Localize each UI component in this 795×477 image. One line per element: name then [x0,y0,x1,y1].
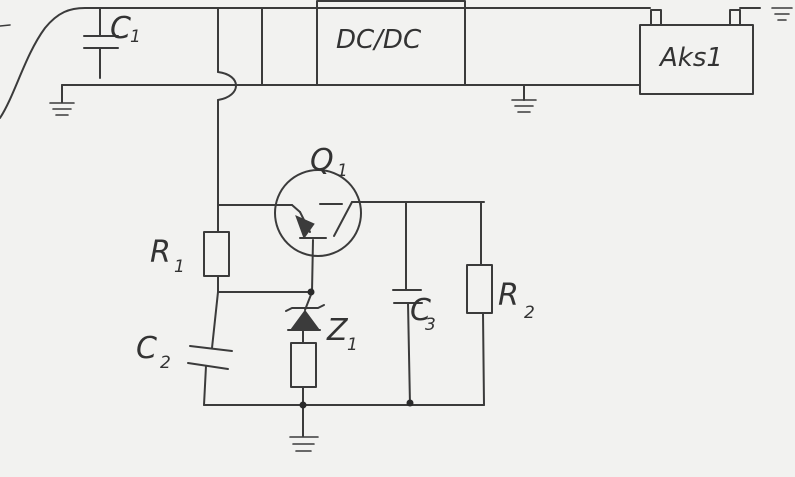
battery-block: Aks1 [639,9,754,95]
q1-emitter-lead [311,239,314,293]
z1-triangle [289,309,321,331]
r2-body [466,264,493,314]
dcdc-box [316,0,466,86]
c3-letter: C [410,293,431,328]
z1-letter: Z [326,313,349,348]
c2-plate-bottom [187,362,229,370]
dcdc-block: DC/DC [316,0,466,86]
c3-bottom-lead [407,302,411,406]
zener-z1: Z 1 [285,304,358,355]
r1-letter: R [150,235,171,270]
q1-collector-leg [333,201,353,237]
r2-letter: R [498,278,519,313]
dcdc-label: DC/DC [336,25,422,55]
ground-line [0,24,11,27]
c2-bottom-lead [203,365,207,406]
q1-base-inner [291,204,301,213]
crossover-hop [217,71,237,101]
q1-index: 1 [337,161,348,181]
resistor-r1: R 1 [150,231,230,277]
battery-label: Aks1 [658,43,723,73]
c2-top-lead [211,291,219,349]
q1-letter: Q [310,143,334,178]
r2-index: 2 [524,303,535,323]
junction-dots [299,288,414,409]
ground-symbol-top-right [771,7,793,21]
junction-dot-c3 [406,399,414,407]
c2-letter: C [136,331,157,366]
r1-index: 1 [174,257,185,277]
battery-box [639,24,754,95]
c1-letter: C [110,11,131,46]
z1-index: 1 [347,335,358,355]
zener-resistor-body [290,342,317,388]
resistor-r2: R 2 [466,264,535,323]
capacitor-c2: C 2 [136,331,233,373]
q1-envelope [274,169,362,257]
q1-emitter-arrow [295,215,315,240]
capacitor-c1: C 1 [83,11,141,49]
ground-symbol-top-left [0,24,11,27]
ground-symbol-c1 [49,102,75,116]
capacitor-c3: C 3 [392,289,436,335]
r2-bottom-lead [482,312,485,406]
wires [0,7,761,437]
c2-index: 2 [160,353,171,373]
r1-body [203,231,230,277]
z1-cathode-bar [285,304,325,312]
battery-terminal-left [650,9,662,26]
c2-plate-top [189,345,233,352]
left-curved-lead [0,7,86,119]
junction-dot-ground [299,401,307,409]
transistor-q1: Q 1 [274,143,362,257]
c1-index: 1 [130,27,141,47]
battery-terminal-right [729,9,741,26]
c3-index: 3 [425,315,436,335]
ground-symbol-bottom [289,436,319,452]
zener-resistor [290,342,317,388]
junction-dot-zener-top [307,288,315,296]
ground-symbol-dcdc [511,99,537,113]
